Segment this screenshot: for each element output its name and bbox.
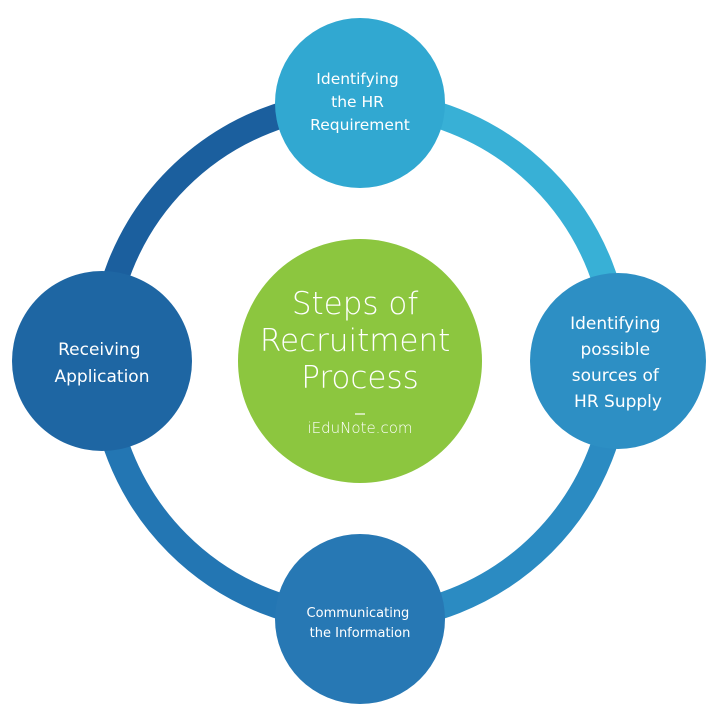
center-title-line-1: Steps of bbox=[292, 286, 419, 322]
center-title-line-2: Recruitment bbox=[260, 323, 451, 359]
center-title-line-3: Process bbox=[301, 360, 419, 396]
step-label-identifying-sources: Identifying possible sources of HR Suppl… bbox=[570, 314, 666, 412]
step-label-receiving-application: Receiving Application bbox=[55, 340, 150, 387]
center-circle bbox=[238, 239, 482, 483]
step-3-line-2: the Information bbox=[310, 626, 411, 641]
step-2-line-4: HR Supply bbox=[574, 392, 662, 412]
step-1-line-1: Identifying bbox=[316, 70, 398, 88]
step-2-line-1: Identifying bbox=[570, 314, 660, 334]
step-circle-communicating-information bbox=[275, 534, 445, 704]
step-label-identifying-hr-requirement: Identifying the HR Requirement bbox=[310, 70, 410, 134]
step-circle-identifying-sources bbox=[530, 273, 706, 449]
watermark-text: iEduNote.com bbox=[308, 419, 413, 437]
step-1-line-2: the HR bbox=[331, 93, 384, 111]
step-4-line-2: Application bbox=[55, 367, 150, 387]
step-2-line-3: sources of bbox=[572, 366, 660, 386]
step-circle-identifying-hr-requirement bbox=[275, 18, 445, 188]
step-1-line-3: Requirement bbox=[310, 116, 410, 134]
step-2-line-2: possible bbox=[580, 340, 650, 360]
center-title: Steps of Recruitment Process bbox=[260, 286, 460, 396]
step-label-communicating-information: Communicating the Information bbox=[307, 606, 414, 641]
step-4-line-1: Receiving bbox=[58, 340, 140, 360]
step-3-line-1: Communicating bbox=[307, 606, 410, 621]
step-circle-receiving-application bbox=[12, 271, 192, 451]
